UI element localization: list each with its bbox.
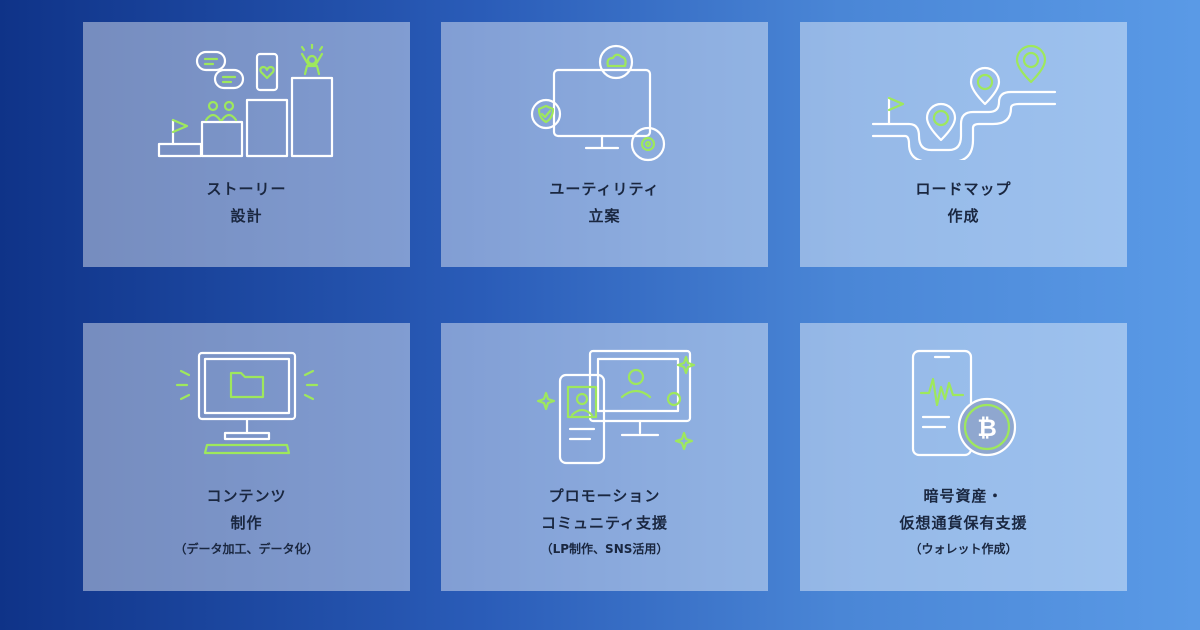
service-card-roadmap: ロードマップ 作成 [800,22,1127,267]
card-title-line2: 立案 [588,207,621,225]
card-title-line1: ユーティリティ [549,180,660,198]
service-card-crypto: ₿ 暗号資産・ 仮想通貨保有支援 （ウォレット作成） [800,323,1127,591]
card-title-line1: コンテンツ [206,487,287,505]
card-title-line1: ロードマップ [915,180,1012,198]
roadmap-icon [871,44,1056,160]
story-design-icon [157,44,333,158]
card-note: （ウォレット作成） [909,542,1018,556]
crypto-wallet-icon: ₿ [911,349,1016,457]
promotion-community-icon [536,349,695,465]
content-production-icon [175,351,318,455]
card-title-line1: ストーリー [206,180,287,198]
service-card-content: コンテンツ 制作 （データ加工、データ化） [83,323,410,591]
utility-planning-icon [530,44,665,162]
service-card-promotion: プロモーション コミュニティ支援 （LP制作、SNS活用） [441,323,768,591]
card-note: （LP制作、SNS活用） [540,542,669,556]
card-title-line2: 仮想通貨保有支援 [899,514,1028,532]
card-note: （データ加工、データ化） [174,542,319,556]
card-title-line2: 作成 [947,207,980,225]
service-card-utility: ユーティリティ 立案 [441,22,768,267]
card-title-line2: 制作 [230,514,263,532]
card-title-line2: コミュニティ支援 [540,514,669,532]
card-title-line1: 暗号資産・ [923,487,1004,505]
service-card-story: ストーリー 設計 [83,22,410,267]
card-title-line2: 設計 [230,207,263,225]
svg-text:₿: ₿ [977,414,997,442]
card-title-line1: プロモーション [548,487,661,505]
